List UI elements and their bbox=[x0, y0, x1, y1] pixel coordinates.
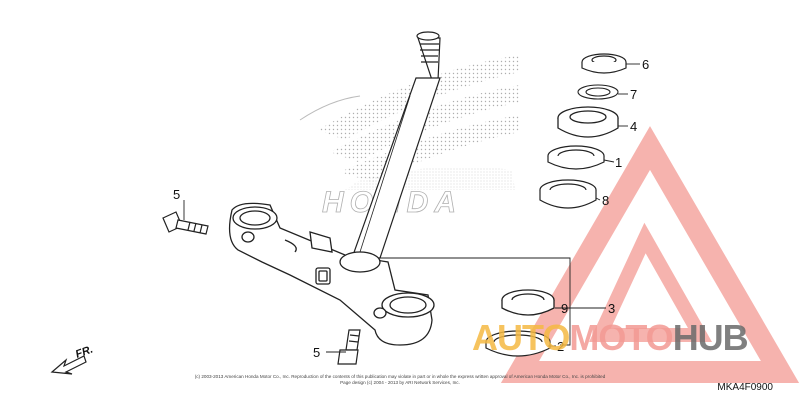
callout-6: 6 bbox=[642, 57, 649, 72]
pinch-bolt-upper bbox=[162, 211, 209, 235]
callout-8: 8 bbox=[602, 193, 609, 208]
callout-3: 3 bbox=[608, 301, 615, 316]
lock-washer bbox=[577, 84, 619, 100]
lower-dust-seal bbox=[485, 330, 551, 357]
watermark-part-moto: MOTO bbox=[569, 317, 672, 358]
watermark-triangle bbox=[500, 126, 800, 383]
watermark-part-hub: HUB bbox=[673, 317, 748, 358]
front-direction-arrow: FR. bbox=[50, 343, 95, 375]
callout-4: 4 bbox=[630, 119, 637, 134]
callout-5-upper: 5 bbox=[173, 187, 180, 202]
callout-1: 1 bbox=[615, 155, 622, 170]
upper-bearing bbox=[539, 179, 597, 209]
svg-text:AUTOMOTOHUB: AUTOMOTOHUB bbox=[472, 317, 748, 358]
copyright-line-2: Page design (c) 2004 - 2013 by ARI Netwo… bbox=[340, 380, 460, 385]
copyright-line-1: (c) 2003-2013 American Honda Motor Co., … bbox=[195, 374, 606, 379]
steering-stem bbox=[351, 31, 441, 259]
callout-5-lower: 5 bbox=[313, 345, 320, 360]
callout-7: 7 bbox=[630, 87, 637, 102]
diagram-code: MKA4F0900 bbox=[717, 382, 773, 393]
watermark-text: AUTOMOTOHUB bbox=[472, 317, 749, 358]
adjusting-nut bbox=[557, 106, 619, 138]
callout-2: 2 bbox=[557, 339, 564, 354]
lower-triple-clamp bbox=[228, 202, 435, 346]
steering-stem-nut bbox=[581, 53, 627, 74]
watermark-part-auto: AUTO bbox=[472, 317, 569, 358]
dust-seal-upper bbox=[547, 145, 605, 170]
lower-bearing bbox=[501, 289, 555, 316]
leader-lines bbox=[183, 63, 640, 353]
callout-9: 9 bbox=[561, 301, 568, 316]
direction-label: FR. bbox=[74, 343, 95, 360]
pinch-bolt-lower bbox=[337, 329, 361, 365]
